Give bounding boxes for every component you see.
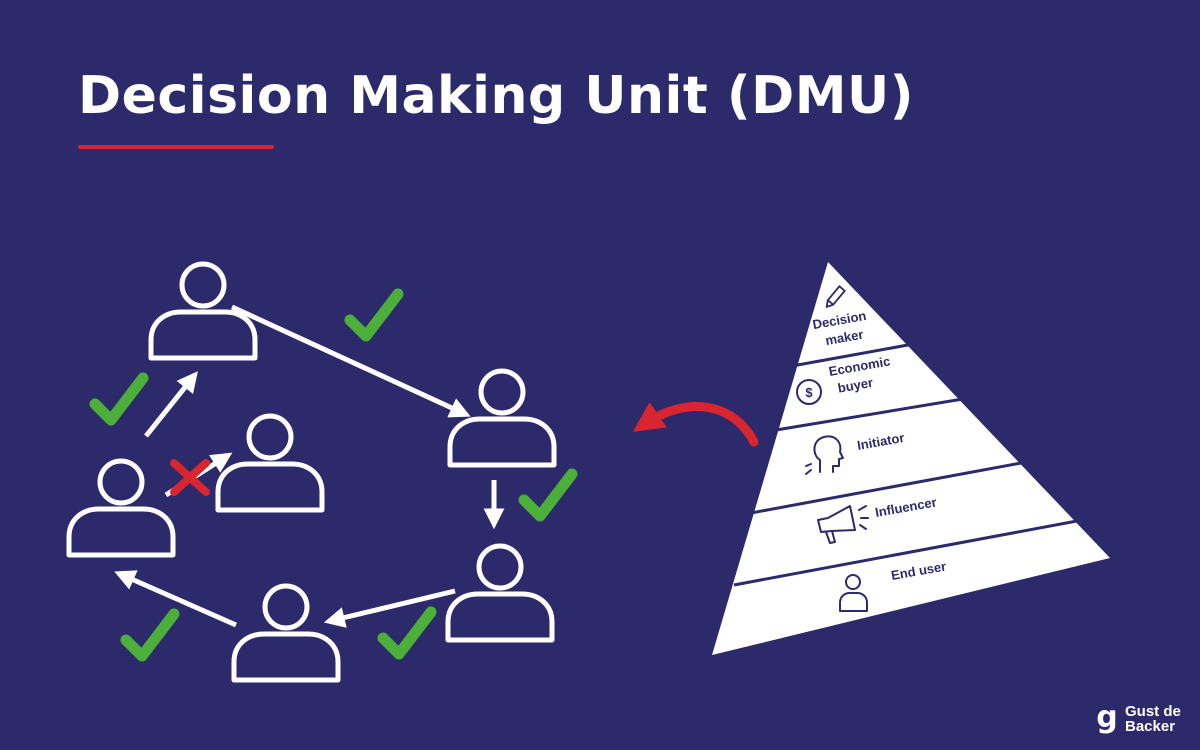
check-icon: [126, 614, 174, 656]
check-icon: [350, 294, 398, 336]
svg-text:$: $: [805, 385, 813, 400]
brand-g-icon: g: [1096, 703, 1117, 735]
user-icon: [839, 574, 868, 612]
title-underline: [78, 145, 274, 149]
svg-text:g: g: [1096, 703, 1117, 735]
brand-logo: g Gust de Backer: [1095, 703, 1191, 735]
person-right-lower: [448, 546, 552, 640]
brand-name: Gust de Backer: [1125, 703, 1181, 735]
pyramid-shape: [712, 262, 1110, 655]
dmu-pyramid: Decision maker Economic buyer Initiator …: [712, 262, 1110, 655]
person-right-upper: [450, 371, 554, 465]
cross-icon: [170, 459, 210, 496]
person-left: [69, 461, 173, 555]
dollar-coin-icon: $: [796, 379, 822, 405]
arrow-top-to-right: [230, 304, 471, 418]
check-icon: [383, 612, 431, 654]
person-bottom: [234, 586, 338, 680]
pyramid-divider: [769, 392, 994, 433]
pencil-icon: [825, 285, 847, 308]
pyramid-divider: [733, 516, 1094, 587]
megaphone-icon: [817, 505, 869, 544]
check-icon: [95, 378, 143, 420]
pyramid-divider: [750, 456, 1049, 515]
page-title: Decision Making Unit (DMU): [78, 66, 914, 126]
speaking-head-icon: [805, 435, 844, 475]
curved-arrow-icon: [632, 402, 759, 447]
pyramid-divider: [791, 337, 942, 368]
arrow-bottom-to-left: [114, 570, 238, 628]
check-icon: [524, 474, 572, 516]
arrow-right-to-bottom: [323, 588, 456, 628]
arrow-left-to-top: [144, 371, 198, 438]
person-middle-excluded: [218, 416, 322, 510]
